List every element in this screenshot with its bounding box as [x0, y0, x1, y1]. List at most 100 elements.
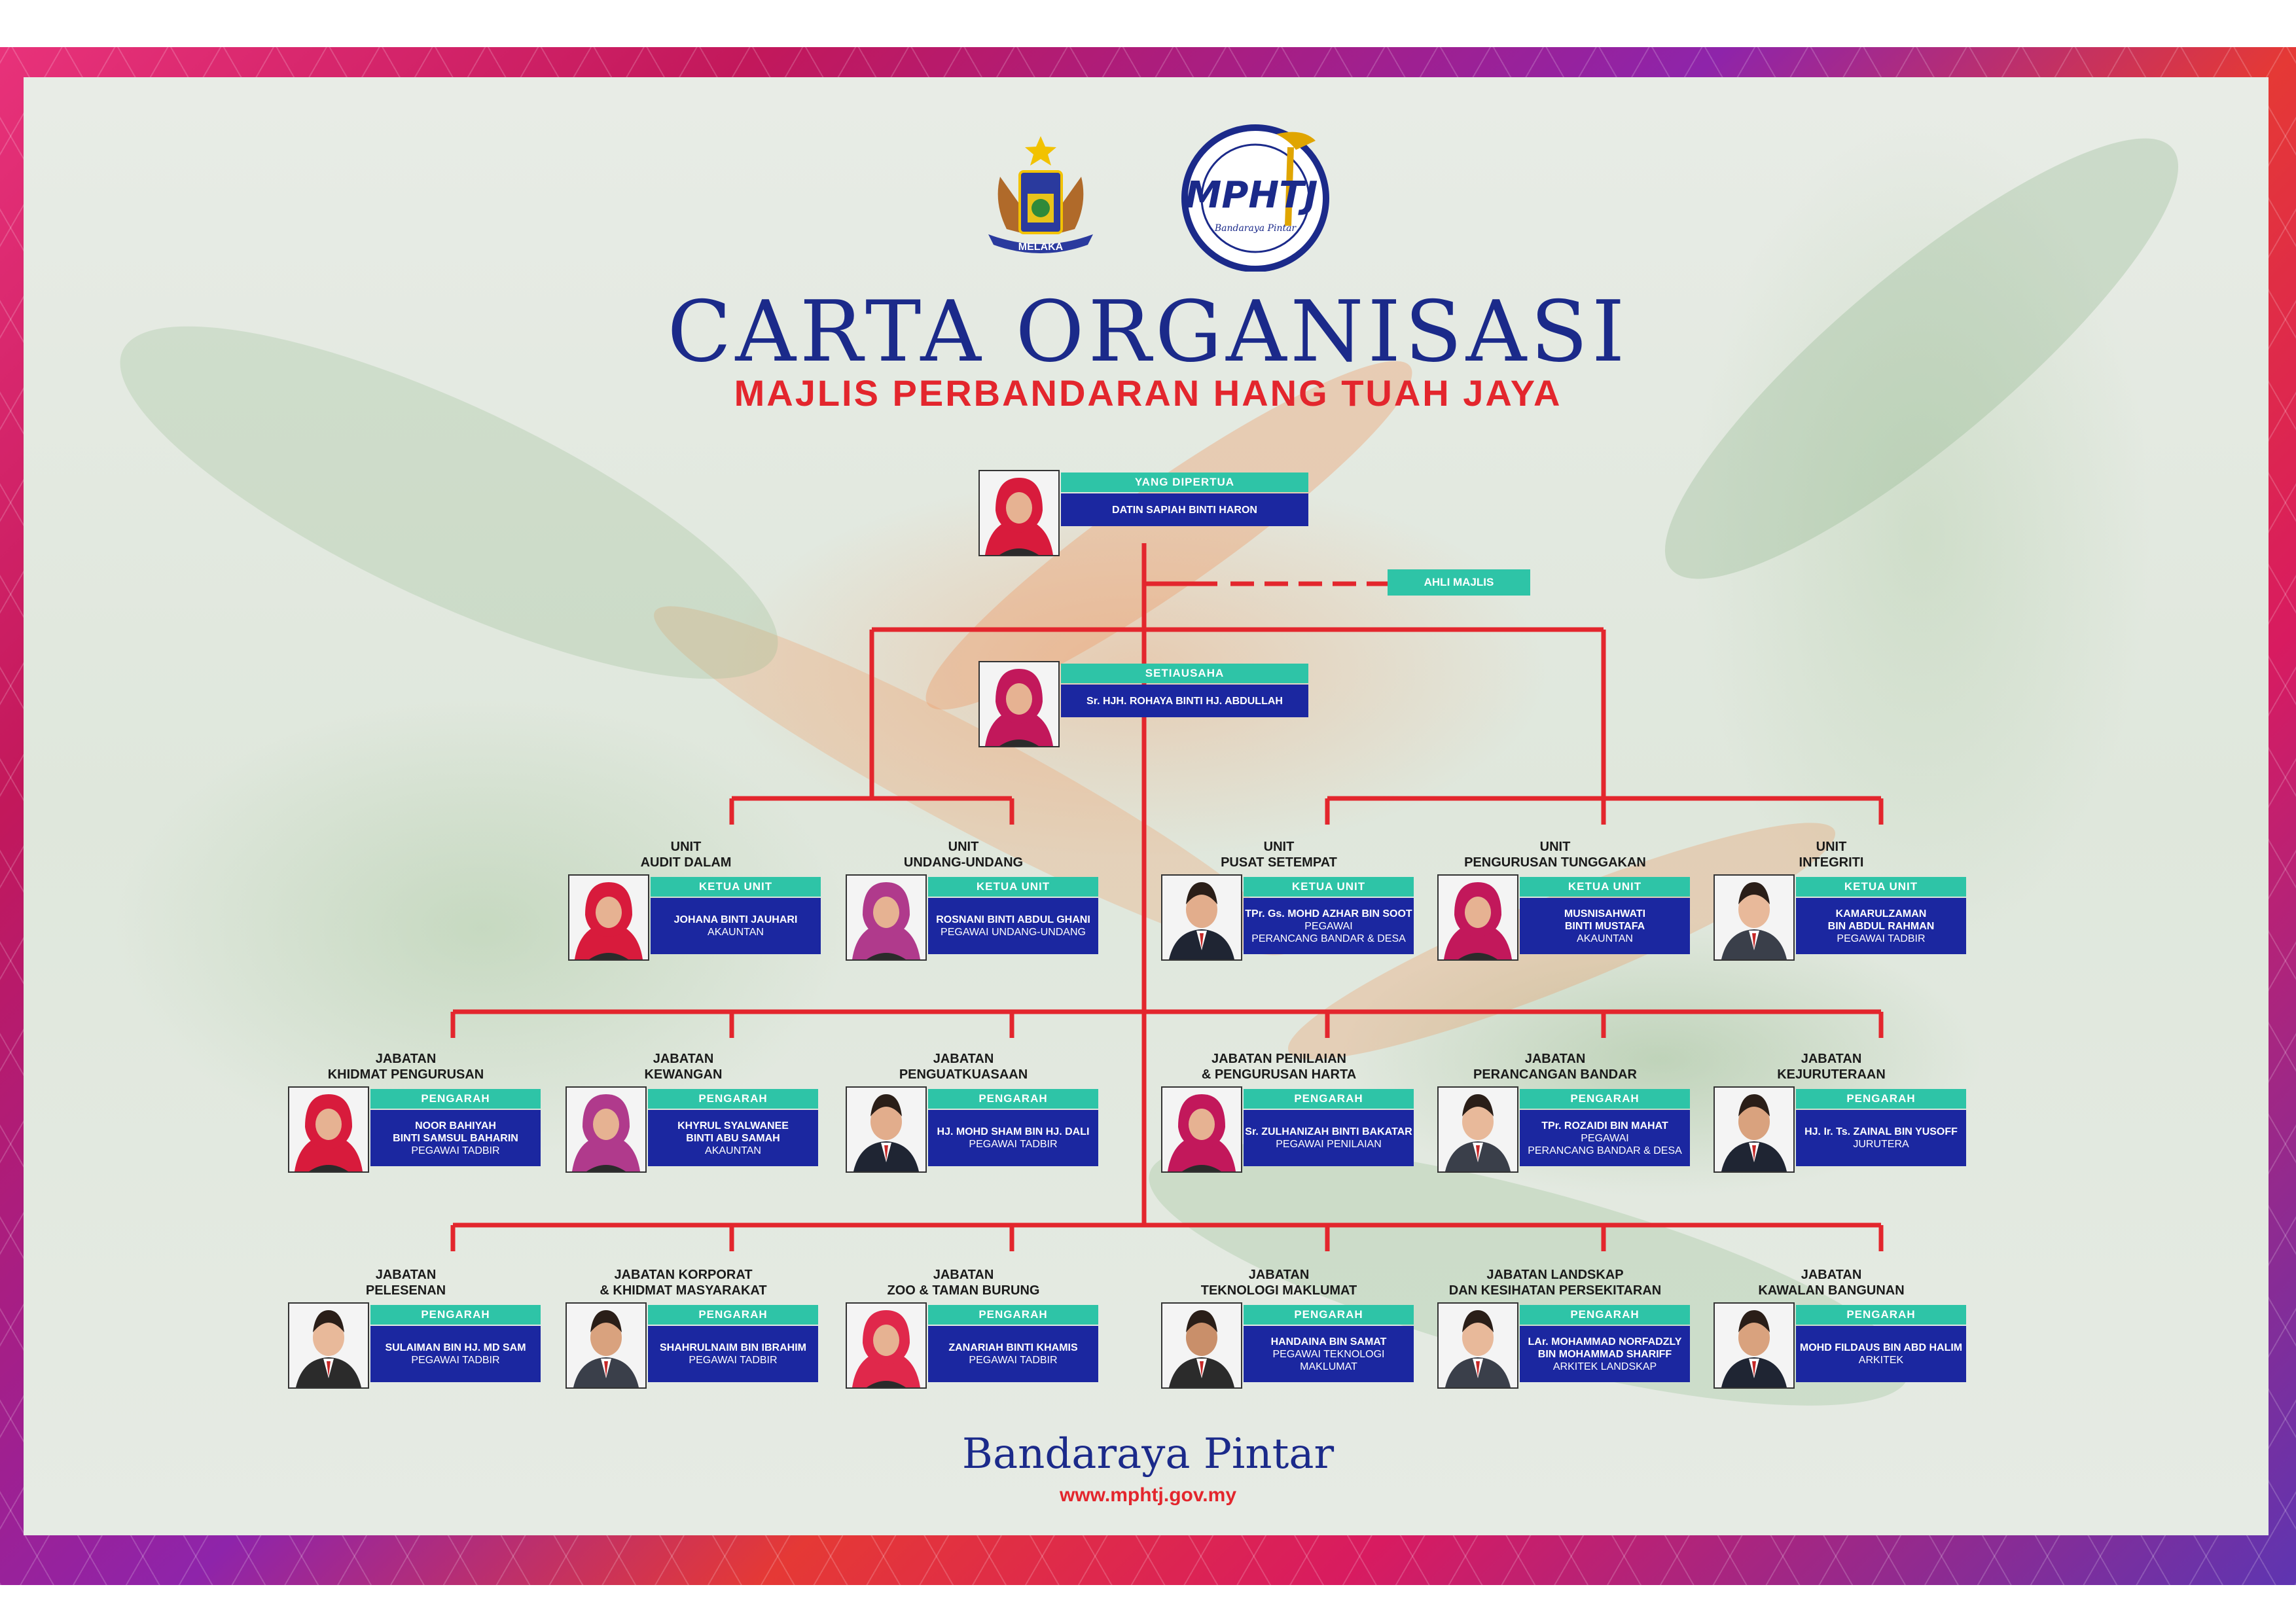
departments_row2-label-line: JABATAN: [1135, 1267, 1423, 1283]
departments_row2-info-line: PEGAWAI TEKNOLOGI MAKLUMAT: [1244, 1348, 1414, 1373]
departments_row1-label-line: & PENGURUSAN HARTA: [1135, 1067, 1423, 1082]
portrait-photo: [846, 1086, 927, 1173]
departments_row2-label-line: JABATAN: [262, 1267, 550, 1283]
portrait-photo: [565, 1086, 647, 1173]
units-info-line: MUSNISAHWATI: [1520, 908, 1690, 920]
portrait-photo: [978, 470, 1060, 556]
departments_row2-role: PENGARAH: [370, 1305, 541, 1325]
departments_row2-info-line: ARKITEK LANDSKAP: [1520, 1361, 1690, 1373]
departments_row2-role: PENGARAH: [1796, 1305, 1966, 1325]
president-info: DATIN SAPIAH BINTI HARON: [1061, 493, 1308, 526]
portrait-photo: [1437, 874, 1518, 961]
units-info-line: AKAUNTAN: [1520, 933, 1690, 945]
units-info-line: KAMARULZAMAN: [1796, 908, 1966, 920]
secretary-info: Sr. HJH. ROHAYA BINTI HJ. ABDULLAH: [1061, 685, 1308, 717]
secretary-name: Sr. HJH. ROHAYA BINTI HJ. ABDULLAH: [1061, 695, 1308, 707]
portrait-photo: [1437, 1302, 1518, 1389]
departments_row2-info-line: BIN MOHAMMAD SHARIFF: [1520, 1348, 1690, 1361]
departments_row1-label-line: JABATAN: [819, 1051, 1107, 1067]
departments_row2-label-line: ZOO & TAMAN BURUNG: [819, 1283, 1107, 1298]
departments_row2-label-line: JABATAN: [1687, 1267, 1975, 1283]
departments_row2-info: HANDAINA BIN SAMATPEGAWAI TEKNOLOGI MAKL…: [1244, 1326, 1414, 1382]
units-info-line: PEGAWAI UNDANG-UNDANG: [928, 926, 1098, 938]
footer-tagline: Bandaraya Pintar: [0, 1430, 2296, 1478]
portrait-photo: [1713, 1302, 1795, 1389]
departments_row1-label: JABATANKEJURUTERAAN: [1687, 1051, 1975, 1082]
portrait-photo: [1713, 1086, 1795, 1173]
units-info: KAMARULZAMANBIN ABDUL RAHMANPEGAWAI TADB…: [1796, 898, 1966, 954]
portrait-photo: [1161, 1086, 1242, 1173]
units-label-line: AUDIT DALAM: [542, 855, 830, 870]
departments_row1-info: TPr. ROZAIDI BIN MAHATPEGAWAIPERANCANG B…: [1520, 1110, 1690, 1166]
departments_row1-label: JABATANKHIDMAT PENGURUSAN: [262, 1051, 550, 1082]
units-label: UNITUNDANG-UNDANG: [819, 839, 1107, 870]
units-info-line: BINTI MUSTAFA: [1520, 920, 1690, 933]
portrait-photo: [846, 874, 927, 961]
portrait-photo: [288, 1302, 369, 1389]
departments_row1-role: PENGARAH: [370, 1089, 541, 1109]
departments_row1-label-line: JABATAN: [1687, 1051, 1975, 1067]
units-info-line: PEGAWAI: [1244, 920, 1414, 933]
units-info-line: TPr. Gs. MOHD AZHAR BIN SOOT: [1244, 908, 1414, 920]
departments_row1-label-line: JABATAN: [539, 1051, 827, 1067]
units-role: KETUA UNIT: [1244, 877, 1414, 897]
units-role: KETUA UNIT: [1520, 877, 1690, 897]
departments_row2-info-line: SHAHRULNAIM BIN IBRAHIM: [648, 1342, 818, 1354]
portrait-photo: [1161, 874, 1242, 961]
departments_row1-role: PENGARAH: [1244, 1089, 1414, 1109]
departments_row2-label-line: DAN KESIHATAN PERSEKITARAN: [1411, 1283, 1699, 1298]
units-label-line: PENGURUSAN TUNGGAKAN: [1411, 855, 1699, 870]
units-info-line: PEGAWAI TADBIR: [1796, 933, 1966, 945]
units-label-line: UNIT: [1135, 839, 1423, 855]
departments_row1-info-line: KHYRUL SYALWANEE: [648, 1120, 818, 1132]
departments_row2-info-line: ARKITEK: [1796, 1354, 1966, 1366]
departments_row1-info: KHYRUL SYALWANEEBINTI ABU SAMAHAKAUNTAN: [648, 1110, 818, 1166]
portrait-photo: [568, 874, 649, 961]
departments_row1-info-line: HJ. MOHD SHAM BIN HJ. DALI: [928, 1126, 1098, 1138]
portrait-photo: [288, 1086, 369, 1173]
departments_row2-label-line: JABATAN: [819, 1267, 1107, 1283]
departments_row1-info-line: AKAUNTAN: [648, 1145, 818, 1157]
portrait-photo: [1437, 1086, 1518, 1173]
departments_row2-info-line: PEGAWAI TADBIR: [370, 1354, 541, 1366]
secretary-role: SETIAUSAHA: [1061, 664, 1308, 683]
departments_row2-info-line: MOHD FILDAUS BIN ABD HALIM: [1796, 1342, 1966, 1354]
departments_row1-label-line: JABATAN: [262, 1051, 550, 1067]
units-role: KETUA UNIT: [1796, 877, 1966, 897]
departments_row1-info-line: JURUTERA: [1796, 1138, 1966, 1150]
departments_row1-label: JABATAN PENILAIAN& PENGURUSAN HARTA: [1135, 1051, 1423, 1082]
units-role: KETUA UNIT: [928, 877, 1098, 897]
units-label-line: INTEGRITI: [1687, 855, 1975, 870]
departments_row1-role: PENGARAH: [1520, 1089, 1690, 1109]
units-label-line: UNIT: [542, 839, 830, 855]
departments_row1-info-line: TPr. ROZAIDI BIN MAHAT: [1520, 1120, 1690, 1132]
departments_row2-info-line: HANDAINA BIN SAMAT: [1244, 1336, 1414, 1348]
departments_row1-info-line: PERANCANG BANDAR & DESA: [1520, 1145, 1690, 1157]
units-info-line: BIN ABDUL RAHMAN: [1796, 920, 1966, 933]
units-info-line: JOHANA BINTI JAUHARI: [651, 914, 821, 926]
departments_row2-info: SHAHRULNAIM BIN IBRAHIMPEGAWAI TADBIR: [648, 1326, 818, 1382]
departments_row1-label-line: PERANCANGAN BANDAR: [1411, 1067, 1699, 1082]
president-role: YANG DIPERTUA: [1061, 473, 1308, 492]
departments_row1-info-line: PEGAWAI: [1520, 1132, 1690, 1145]
units-info-line: PERANCANG BANDAR & DESA: [1244, 933, 1414, 945]
